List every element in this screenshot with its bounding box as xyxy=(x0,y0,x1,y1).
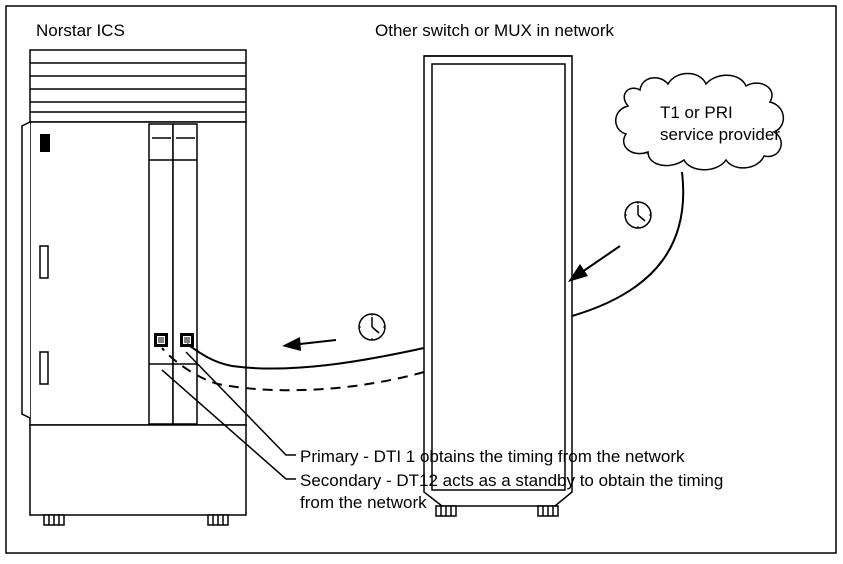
secondary-callout-line1: Secondary - DT12 acts as a standby to ob… xyxy=(300,471,723,490)
primary-callout: Primary - DTI 1 obtains the timing from … xyxy=(300,447,685,466)
mux-body xyxy=(423,55,573,507)
secondary-leader-line xyxy=(161,369,296,480)
cabinet-body xyxy=(29,121,247,426)
other-switch-label: Other switch or MUX in network xyxy=(375,21,615,40)
dti-card-1 xyxy=(148,123,174,425)
clock-icon xyxy=(358,313,386,341)
provider-line xyxy=(571,171,685,317)
cabinet-top-vents xyxy=(29,49,247,123)
provider-label-line2: service provider xyxy=(660,125,780,144)
dti-card-2 xyxy=(172,123,198,425)
cloud-icon xyxy=(615,72,784,171)
dti-cards xyxy=(148,123,198,425)
provider-label-line1: T1 or PRI xyxy=(660,103,733,122)
primary-timing-line xyxy=(186,343,425,370)
norstar-label: Norstar ICS xyxy=(36,21,125,40)
cabinet-base xyxy=(29,424,247,516)
clock-icon xyxy=(624,201,652,229)
primary-leader-line xyxy=(185,351,296,456)
norstar-ics-cabinet xyxy=(21,49,247,526)
diagram-frame xyxy=(5,5,837,554)
mux-tower xyxy=(423,55,573,517)
rj-jack-icon xyxy=(154,333,194,347)
secondary-callout-line2: from the network xyxy=(300,493,427,512)
arrow-icon xyxy=(282,245,621,351)
